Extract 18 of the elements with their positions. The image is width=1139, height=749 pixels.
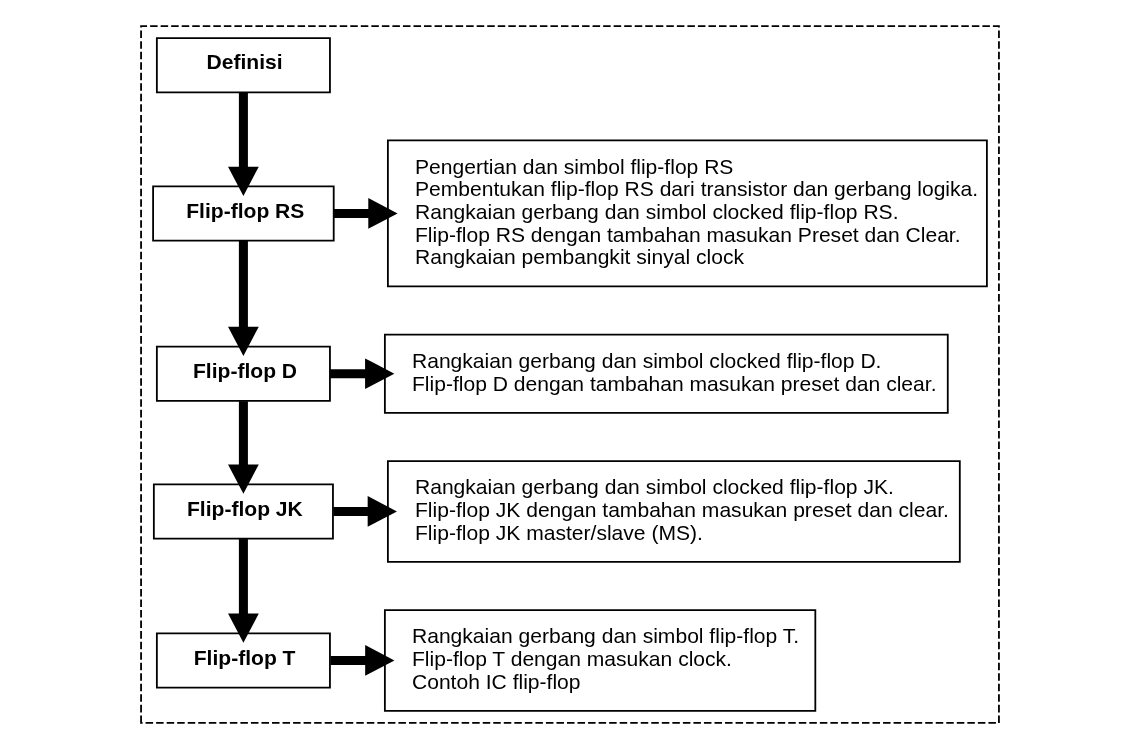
arrow bbox=[227, 92, 259, 196]
arrow bbox=[227, 401, 259, 494]
node-box: Flip-flop D bbox=[155, 345, 331, 402]
node-box: Flip-flop T bbox=[155, 632, 331, 689]
arrow bbox=[332, 496, 397, 527]
arrow bbox=[330, 645, 394, 676]
node-box: Rangkaian gerbang dan simbol clocked flip-flop JK. Flip-flop JK dengan tambahan masukan preset dan clear. Flip-flop JK master/slave (MS). bbox=[386, 460, 961, 563]
arrow bbox=[227, 539, 259, 643]
node-box: Rangkaian gerbang dan simbol clocked flip-flop D. Flip-flop D dengan tambahan masukan preset dan clear. bbox=[383, 333, 949, 414]
node-box: Rangkaian gerbang dan simbol flip-flop T. Flip-flop T dengan masukan clock. Contoh IC flip-flop bbox=[383, 609, 816, 712]
node-box: Definisi bbox=[155, 37, 331, 94]
arrow bbox=[329, 358, 394, 390]
cluster bbox=[139, 25, 1000, 724]
node-box: Flip-flop JK bbox=[152, 483, 334, 540]
node-box: Flip-flop RS bbox=[151, 185, 335, 242]
node-box: Pengertian dan simbol flip-flop RS Pembentukan flip-flop RS dari transistor dan gerbang logika. Rangkaian gerbang dan simbol clocked flip-flop RS. Flip-flop RS dengan tambahan masukan Preset dan Clear. Rangkaian pembangkit sinyal clock bbox=[386, 139, 988, 288]
arrow bbox=[333, 198, 398, 229]
arrow bbox=[227, 240, 259, 356]
